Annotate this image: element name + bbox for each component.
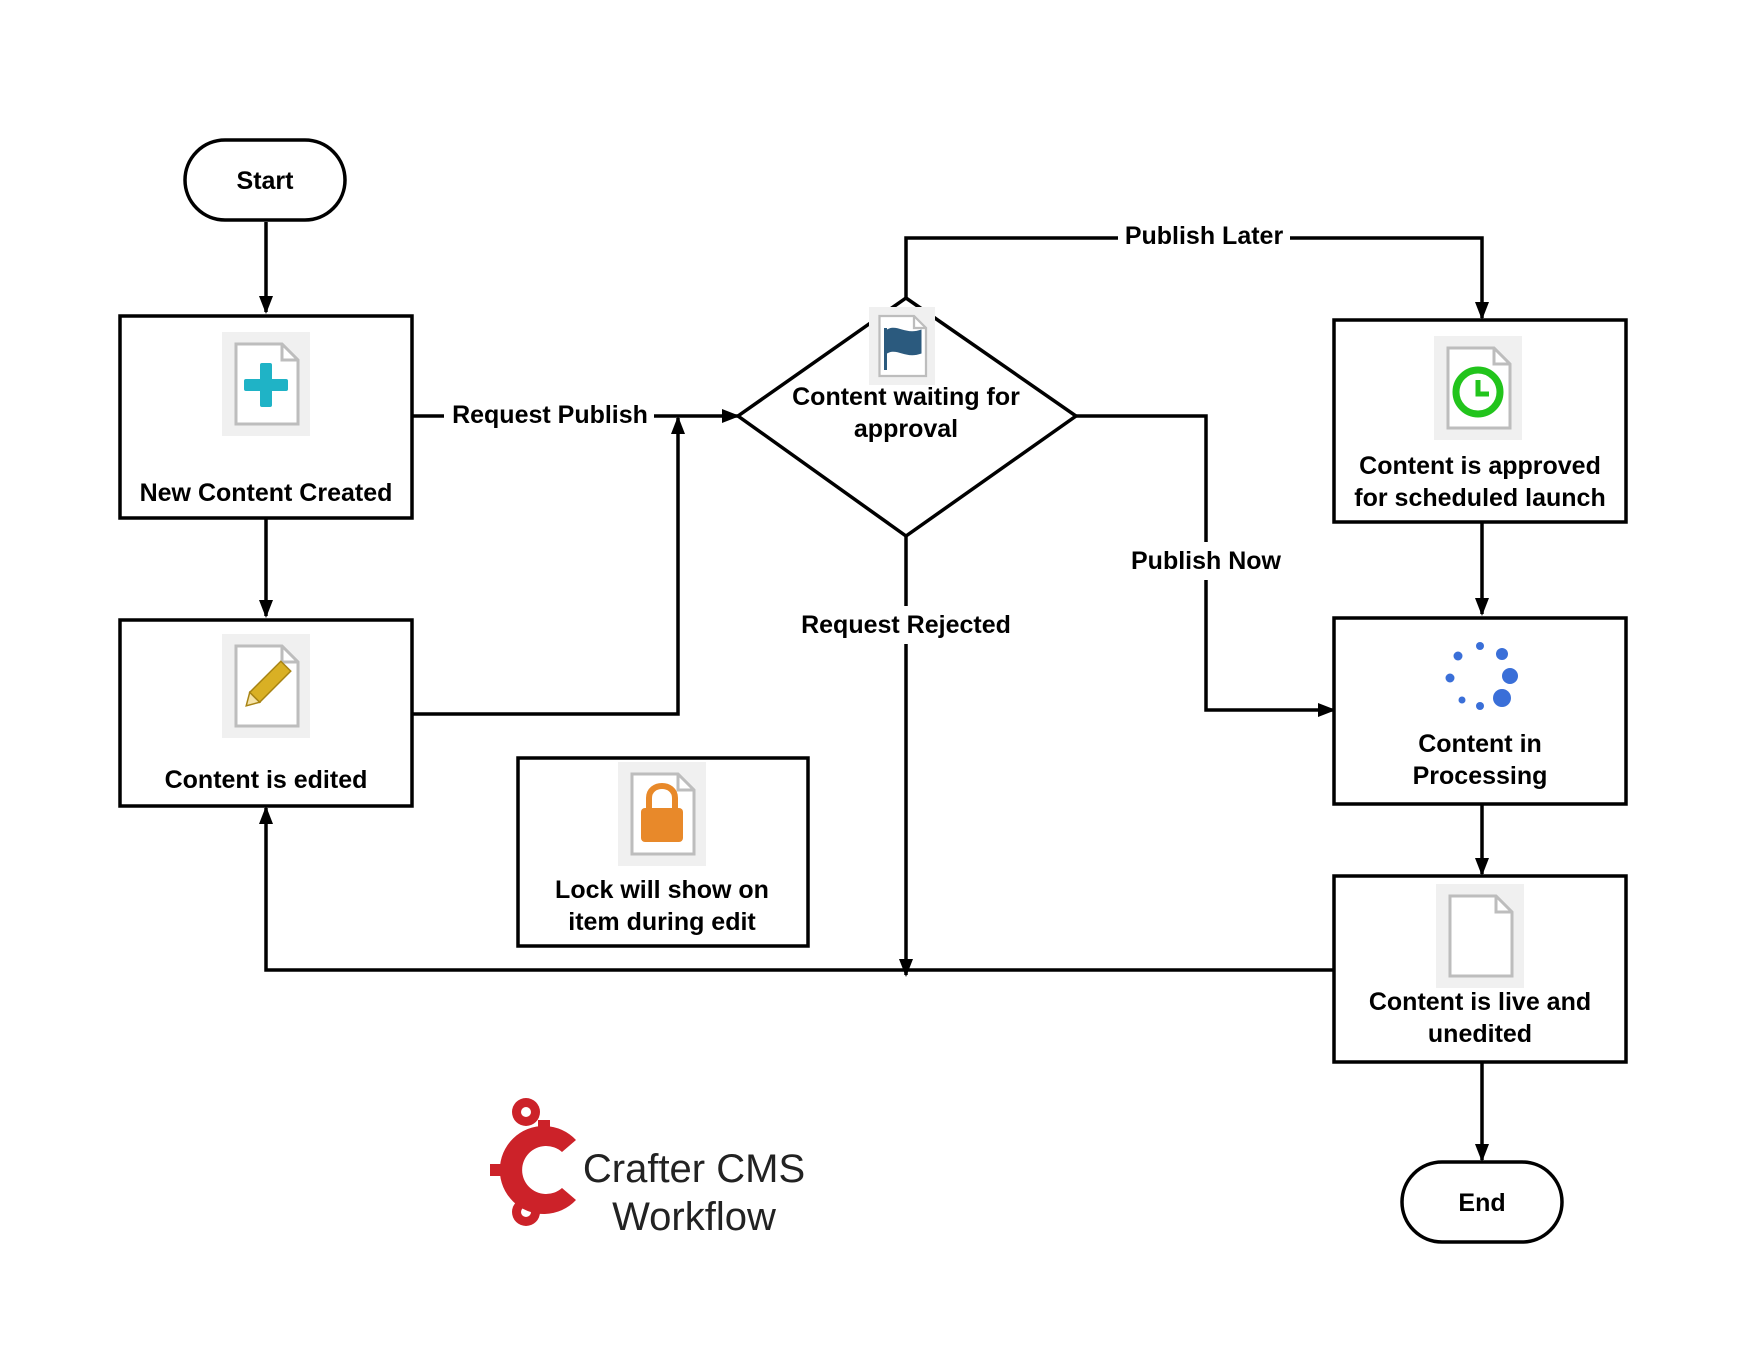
lock-label-line1: Lock will show on [555, 876, 769, 904]
live-node: Content is live and unedited [1332, 874, 1628, 1064]
edited-node: Content is edited [118, 618, 414, 808]
label-publish-later: Publish Later [1125, 222, 1284, 250]
live-label-line1: Content is live and [1369, 988, 1591, 1016]
lock-node: Lock will show on item during edit [516, 756, 810, 948]
label-publish-now: Publish Now [1131, 547, 1282, 575]
lock-icon [616, 760, 708, 868]
lock-label-line2: item during edit [568, 908, 756, 936]
loading-spinner-icon [1445, 642, 1518, 710]
clock-icon [1432, 334, 1524, 442]
edge-live-to-edited [259, 806, 1334, 972]
flag-icon [867, 305, 937, 387]
logo-line1: Crafter CMS [583, 1147, 805, 1191]
end-label: End [1458, 1189, 1505, 1217]
processing-node: Content in Processing [1332, 616, 1628, 806]
label-request-publish: Request Publish [452, 401, 648, 429]
new-content-node: New Content Created [118, 314, 414, 520]
crafter-gear-logo-icon [490, 1098, 576, 1226]
edge-labels: Request Publish Publish Later Publish No… [444, 220, 1290, 644]
edit-pencil-icon [220, 632, 312, 740]
blank-document-icon [1434, 882, 1526, 990]
live-label-line2: unedited [1428, 1020, 1532, 1048]
approval-label-line1: Content waiting for [792, 383, 1020, 411]
approval-decision-node: Content waiting for approval [734, 295, 1080, 539]
new-content-icon [220, 330, 312, 438]
end-node: End [1400, 1160, 1564, 1244]
approval-label-line2: approval [854, 415, 958, 443]
approved-label-line1: Content is approved [1359, 452, 1601, 480]
new-content-label: New Content Created [140, 479, 393, 507]
approved-node: Content is approved for scheduled launch [1332, 318, 1628, 524]
crafter-logo: Crafter CMS Workflow [490, 1098, 805, 1239]
processing-label-line1: Content in [1418, 730, 1542, 758]
label-request-rejected: Request Rejected [801, 611, 1011, 639]
processing-label-line2: Processing [1413, 762, 1548, 790]
logo-line2: Workflow [612, 1195, 776, 1239]
approved-label-line2: for scheduled launch [1354, 484, 1605, 512]
start-label: Start [237, 167, 295, 195]
start-node: Start [183, 138, 347, 222]
edge-edited-to-request [412, 416, 685, 716]
edited-label: Content is edited [165, 766, 368, 794]
